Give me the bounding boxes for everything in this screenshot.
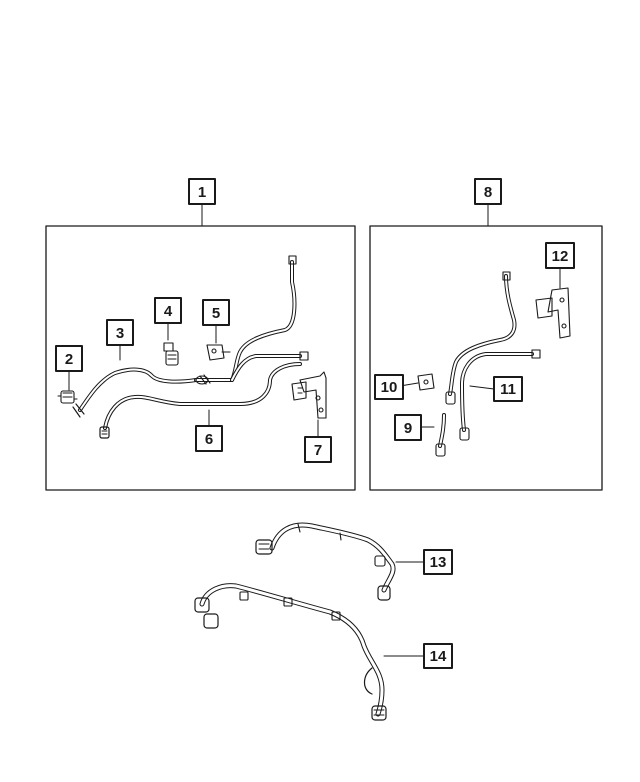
part-14-harness — [194, 583, 387, 721]
callout-boxes — [55, 178, 575, 669]
callout-label-2: 2 — [65, 351, 73, 368]
part-2-clip — [57, 390, 78, 404]
callout-box-8 — [474, 178, 502, 205]
callout-box-13 — [423, 549, 453, 575]
part-6-fuel-line — [99, 362, 302, 439]
callout-box-12 — [545, 242, 575, 269]
callout-label-9: 9 — [404, 420, 412, 437]
callout-label-7: 7 — [314, 442, 322, 459]
part-7-bracket — [291, 371, 327, 419]
callout-label-6: 6 — [205, 431, 213, 448]
callout-box-6 — [195, 425, 223, 452]
callout-box-9 — [394, 414, 422, 441]
callout-box-3 — [106, 319, 134, 346]
callout-label-10: 10 — [381, 379, 398, 396]
group-frame-left — [45, 225, 356, 491]
part-4-connector — [163, 342, 179, 366]
right-group-lines — [445, 271, 541, 441]
group-frame-right — [369, 225, 603, 491]
callout-label-3: 3 — [116, 325, 124, 342]
part-5-bracket — [206, 344, 231, 361]
callout-box-2 — [55, 345, 83, 372]
callout-box-4 — [154, 297, 182, 324]
callout-label-13: 13 — [430, 554, 447, 571]
callout-label-12: 12 — [552, 248, 569, 265]
part-10-bracket — [417, 373, 435, 391]
callout-box-1 — [188, 178, 216, 205]
callout-label-8: 8 — [484, 184, 492, 201]
callout-box-10 — [374, 374, 404, 400]
part-12-bracket — [535, 287, 571, 339]
callout-labels: 1 2 3 4 5 6 7 8 9 10 11 12 13 14 — [65, 184, 569, 665]
part-13-harness — [255, 522, 396, 601]
callout-box-11 — [493, 376, 523, 402]
part-9-hose — [435, 413, 446, 457]
callout-label-4: 4 — [164, 303, 173, 320]
part-3-fuel-line — [72, 367, 198, 418]
leader-lines — [68, 203, 561, 657]
callout-box-7 — [304, 436, 332, 463]
callout-box-5 — [202, 299, 230, 326]
callout-label-5: 5 — [212, 305, 220, 322]
callout-label-1: 1 — [198, 184, 206, 201]
callout-label-14: 14 — [430, 648, 447, 665]
left-upper-lines — [194, 255, 309, 385]
callout-box-14 — [423, 643, 453, 669]
callout-label-11: 11 — [500, 381, 516, 398]
